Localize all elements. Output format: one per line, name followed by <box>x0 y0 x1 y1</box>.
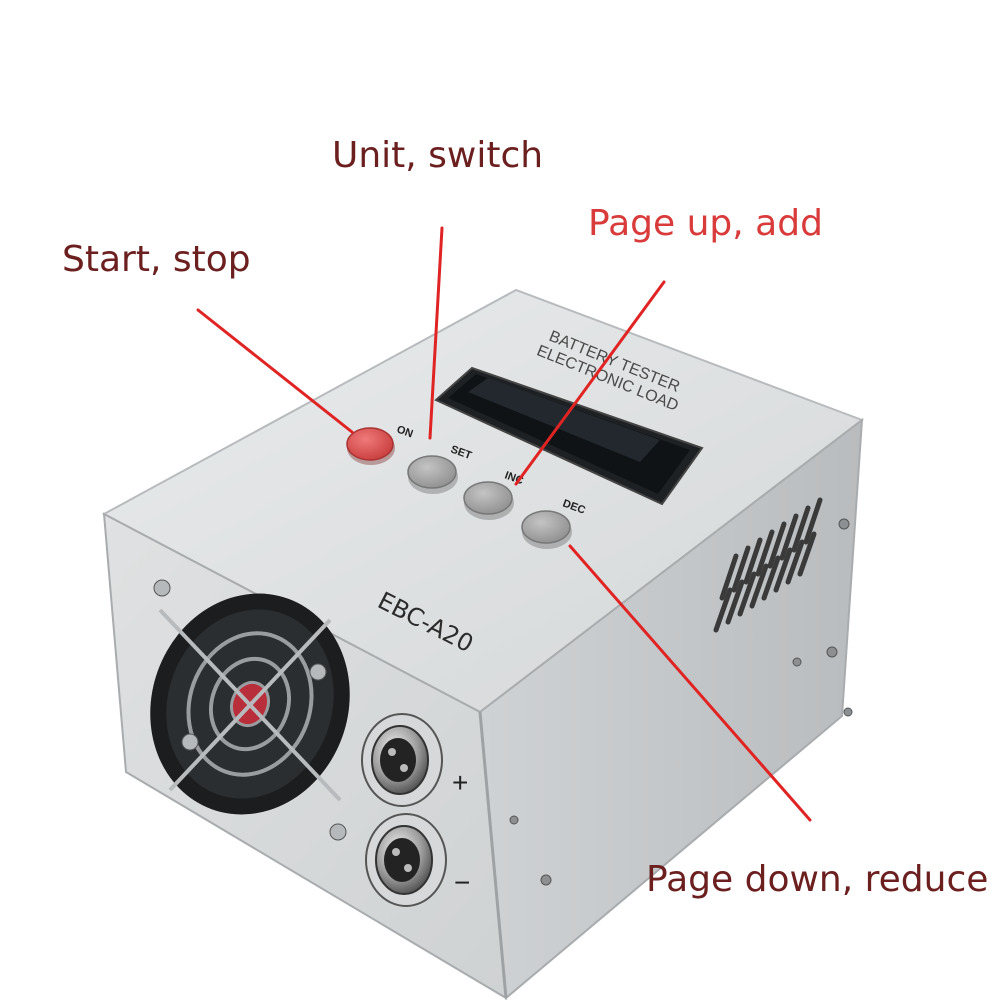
terminal-plus-label: + <box>452 767 468 798</box>
on-button-label: ON <box>395 424 415 441</box>
leader-line-unit <box>428 226 444 440</box>
terminal-plus[interactable] <box>361 713 443 807</box>
terminal-minus[interactable] <box>365 813 447 907</box>
callout-page-up: Page up, add <box>588 203 823 244</box>
callout-page-down: Page down, reduce <box>646 859 989 900</box>
dec-button[interactable] <box>521 510 572 549</box>
leader-lines <box>196 226 812 822</box>
callout-start-stop: Start, stop <box>62 239 251 280</box>
cooling-fan <box>150 579 350 841</box>
on-button[interactable] <box>346 427 395 465</box>
leader-line-page-down <box>568 544 812 822</box>
terminal-minus-label: − <box>454 867 470 898</box>
leader-line-page-up <box>514 280 666 486</box>
inc-button[interactable] <box>463 481 514 520</box>
side-vents <box>713 497 823 633</box>
callout-unit-switch: Unit, switch <box>332 135 544 176</box>
case-screws <box>509 518 853 886</box>
set-button[interactable] <box>407 455 458 494</box>
leader-line-start <box>196 308 354 434</box>
